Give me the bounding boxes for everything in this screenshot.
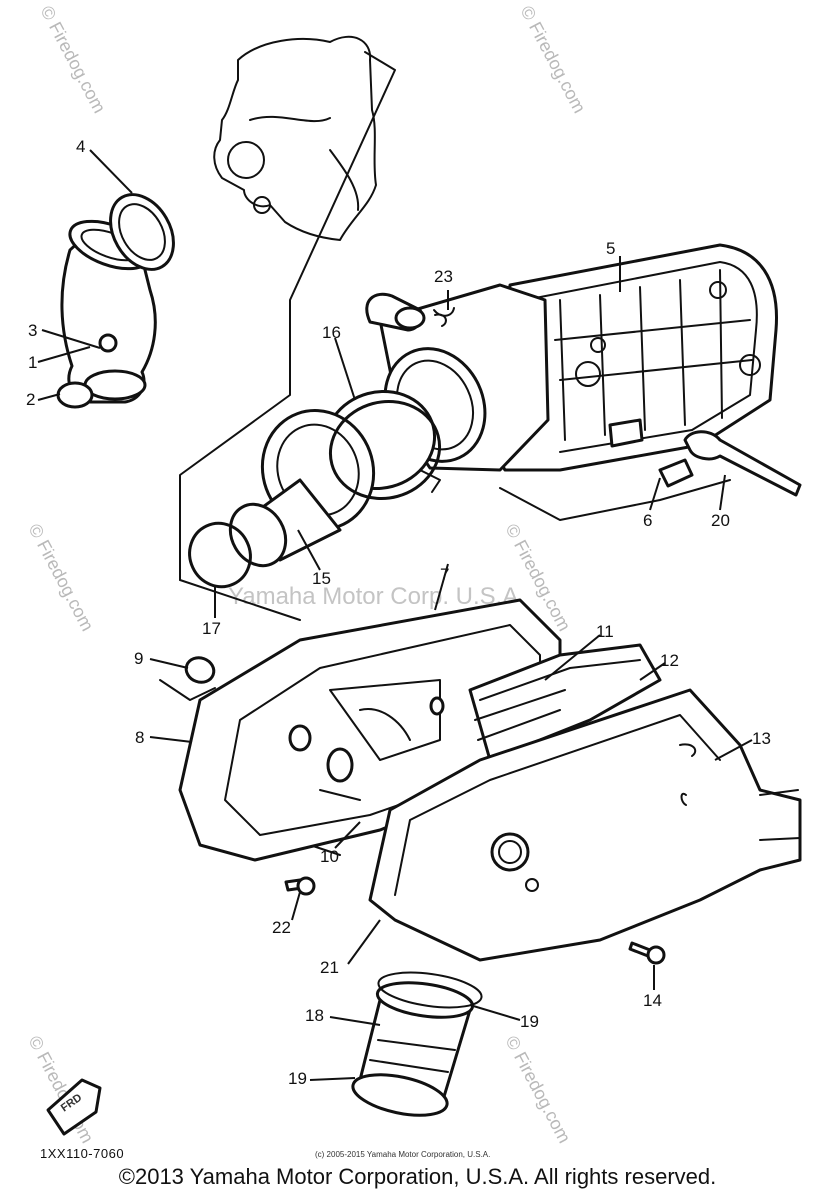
callout-12: 12 xyxy=(660,651,679,670)
callout-4: 4 xyxy=(76,137,85,156)
diagram-code: 1XX110-7060 xyxy=(40,1146,124,1161)
breather-hose-and-sensor xyxy=(608,418,802,497)
callout-5: 5 xyxy=(606,239,615,258)
engine-outline xyxy=(213,35,377,241)
air-cleaner-cover xyxy=(368,688,802,962)
callout-9: 9 xyxy=(134,649,143,668)
callout-6: 6 xyxy=(643,511,652,530)
leader-lines xyxy=(37,149,753,1081)
callout-17: 17 xyxy=(202,619,221,638)
watermarks: © Firedog.com © Firedog.com © Firedog.co… xyxy=(24,2,589,1146)
callout-1: 1 xyxy=(28,353,37,372)
copyright-footer: ©2013 Yamaha Motor Corporation, U.S.A. A… xyxy=(118,1164,717,1189)
callout-7: 7 xyxy=(440,565,449,584)
callout-22: 22 xyxy=(272,918,291,937)
carburetor-joint xyxy=(56,193,175,409)
callout-18: 18 xyxy=(305,1006,324,1025)
upper-air-box xyxy=(495,243,779,472)
air-filter-element xyxy=(468,643,662,762)
fine-print: (c) 2005-2015 Yamaha Motor Corporation, … xyxy=(315,1150,490,1159)
callout-11: 11 xyxy=(596,622,614,641)
front-air-hose xyxy=(188,389,442,589)
callout-10: 10 xyxy=(320,847,339,866)
callout-14: 14 xyxy=(643,991,662,1010)
callout-21: 21 xyxy=(320,958,339,977)
callout-15: 15 xyxy=(312,569,331,588)
callout-2: 2 xyxy=(26,390,35,409)
front-direction-marker: FRD xyxy=(46,1078,102,1136)
callout-16: 16 xyxy=(322,323,341,342)
callout-3: 3 xyxy=(28,321,37,340)
watermark-bottom-right: © Firedog.com xyxy=(501,1032,574,1146)
callout-8: 8 xyxy=(135,728,144,747)
watermark-top-right: © Firedog.com xyxy=(516,2,589,116)
callout-19-upper: 19 xyxy=(520,1012,539,1031)
callout-23: 23 xyxy=(434,267,453,286)
callout-labels: 1 2 3 4 5 6 7 8 9 10 11 12 13 14 15 16 1… xyxy=(26,137,771,1088)
fasteners xyxy=(184,307,666,965)
watermark-top-left: © Firedog.com xyxy=(36,2,109,116)
watermark-center: Yamaha Motor Corp. U.S.A. xyxy=(228,583,525,610)
callout-20: 20 xyxy=(711,511,730,530)
callout-13: 13 xyxy=(752,729,771,748)
callout-19-lower: 19 xyxy=(288,1069,307,1088)
watermark-mid-left: © Firedog.com xyxy=(24,520,97,634)
outlet-joint xyxy=(351,971,483,1117)
